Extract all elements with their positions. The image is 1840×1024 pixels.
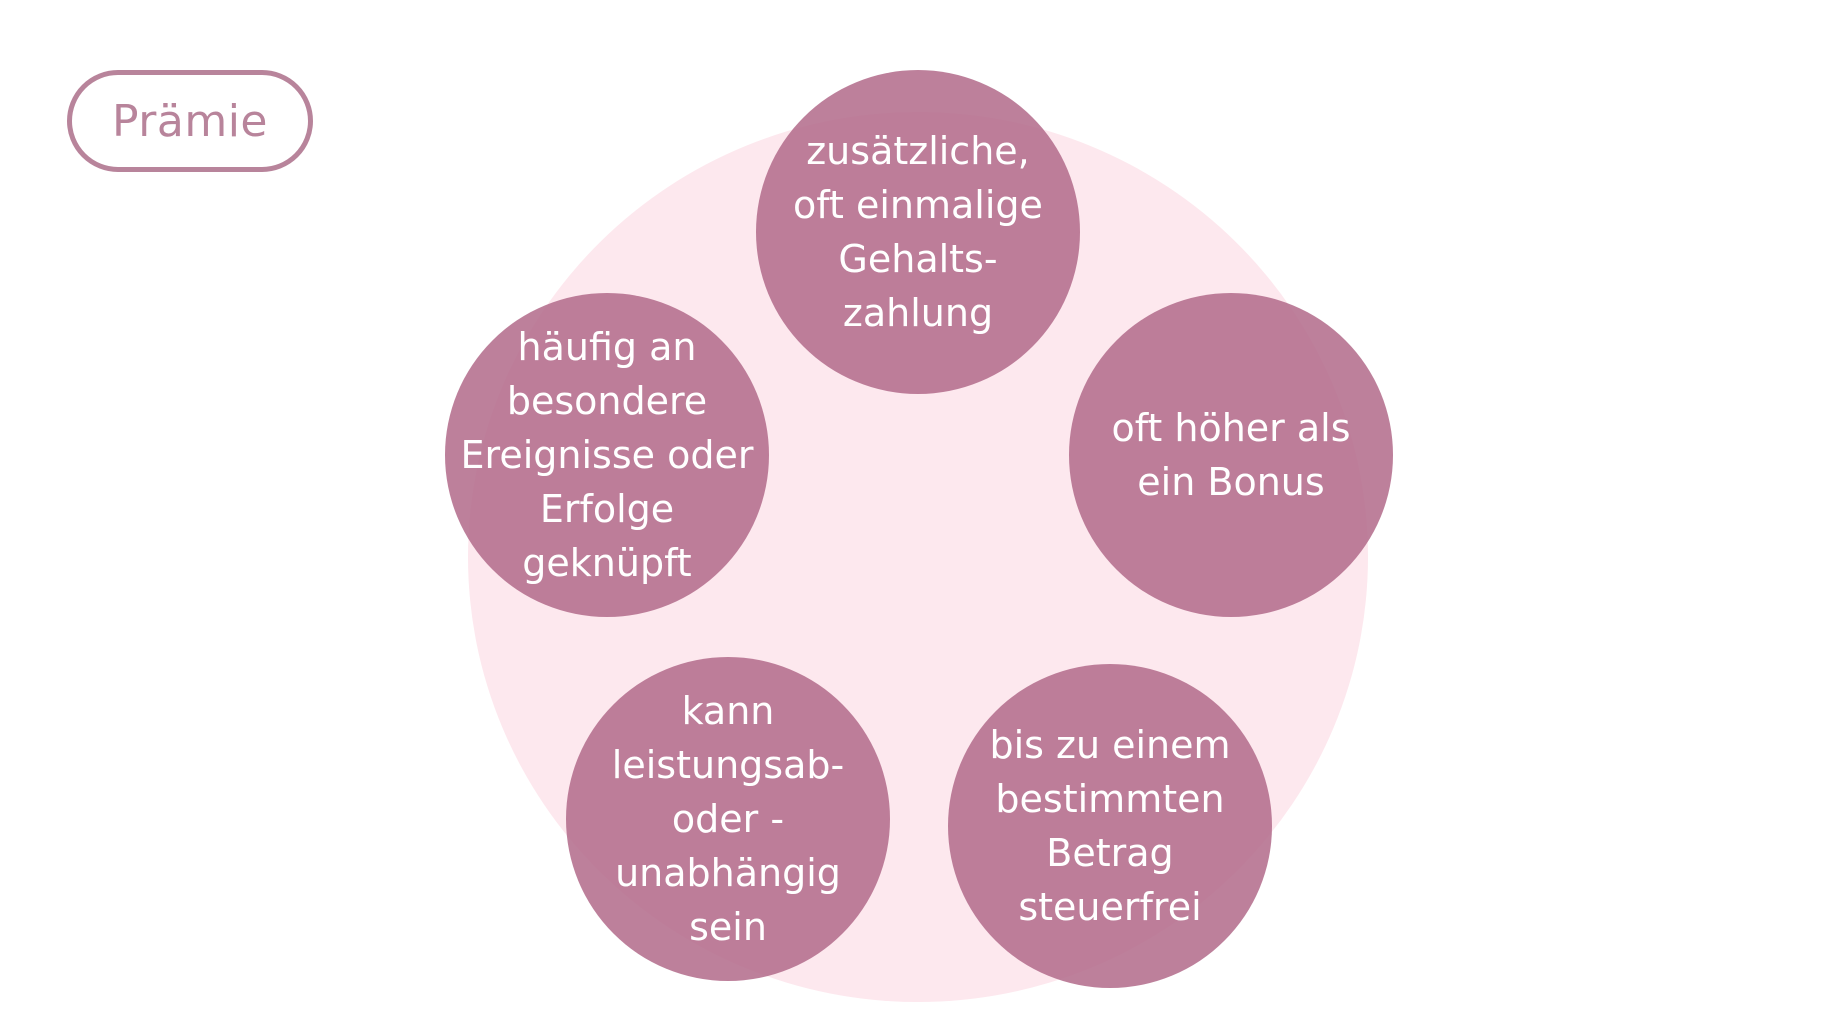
page-title: Prämie xyxy=(112,95,268,147)
node-bottom-right: bis zu einem bestimmten Betrag steuerfre… xyxy=(948,664,1272,988)
node-text: zusätzliche, oft einmalige Gehalts- zahl… xyxy=(793,129,1043,335)
node-text: oft höher als ein Bonus xyxy=(1111,406,1351,504)
node-text: kann leistungsab- oder - unabhängig sein xyxy=(611,689,845,949)
node-bottom-left: kann leistungsab- oder - unabhängig sein xyxy=(566,657,890,981)
node-left: häufig an besondere Ereignisse oder Erfo… xyxy=(445,293,769,617)
node-text: häufig an besondere Ereignisse oder Erfo… xyxy=(460,325,754,585)
title-pill: Prämie xyxy=(67,70,313,172)
node-top: zusätzliche, oft einmalige Gehalts- zahl… xyxy=(756,70,1080,394)
node-text: bis zu einem bestimmten Betrag steuerfre… xyxy=(989,723,1231,929)
node-right: oft höher als ein Bonus xyxy=(1069,293,1393,617)
